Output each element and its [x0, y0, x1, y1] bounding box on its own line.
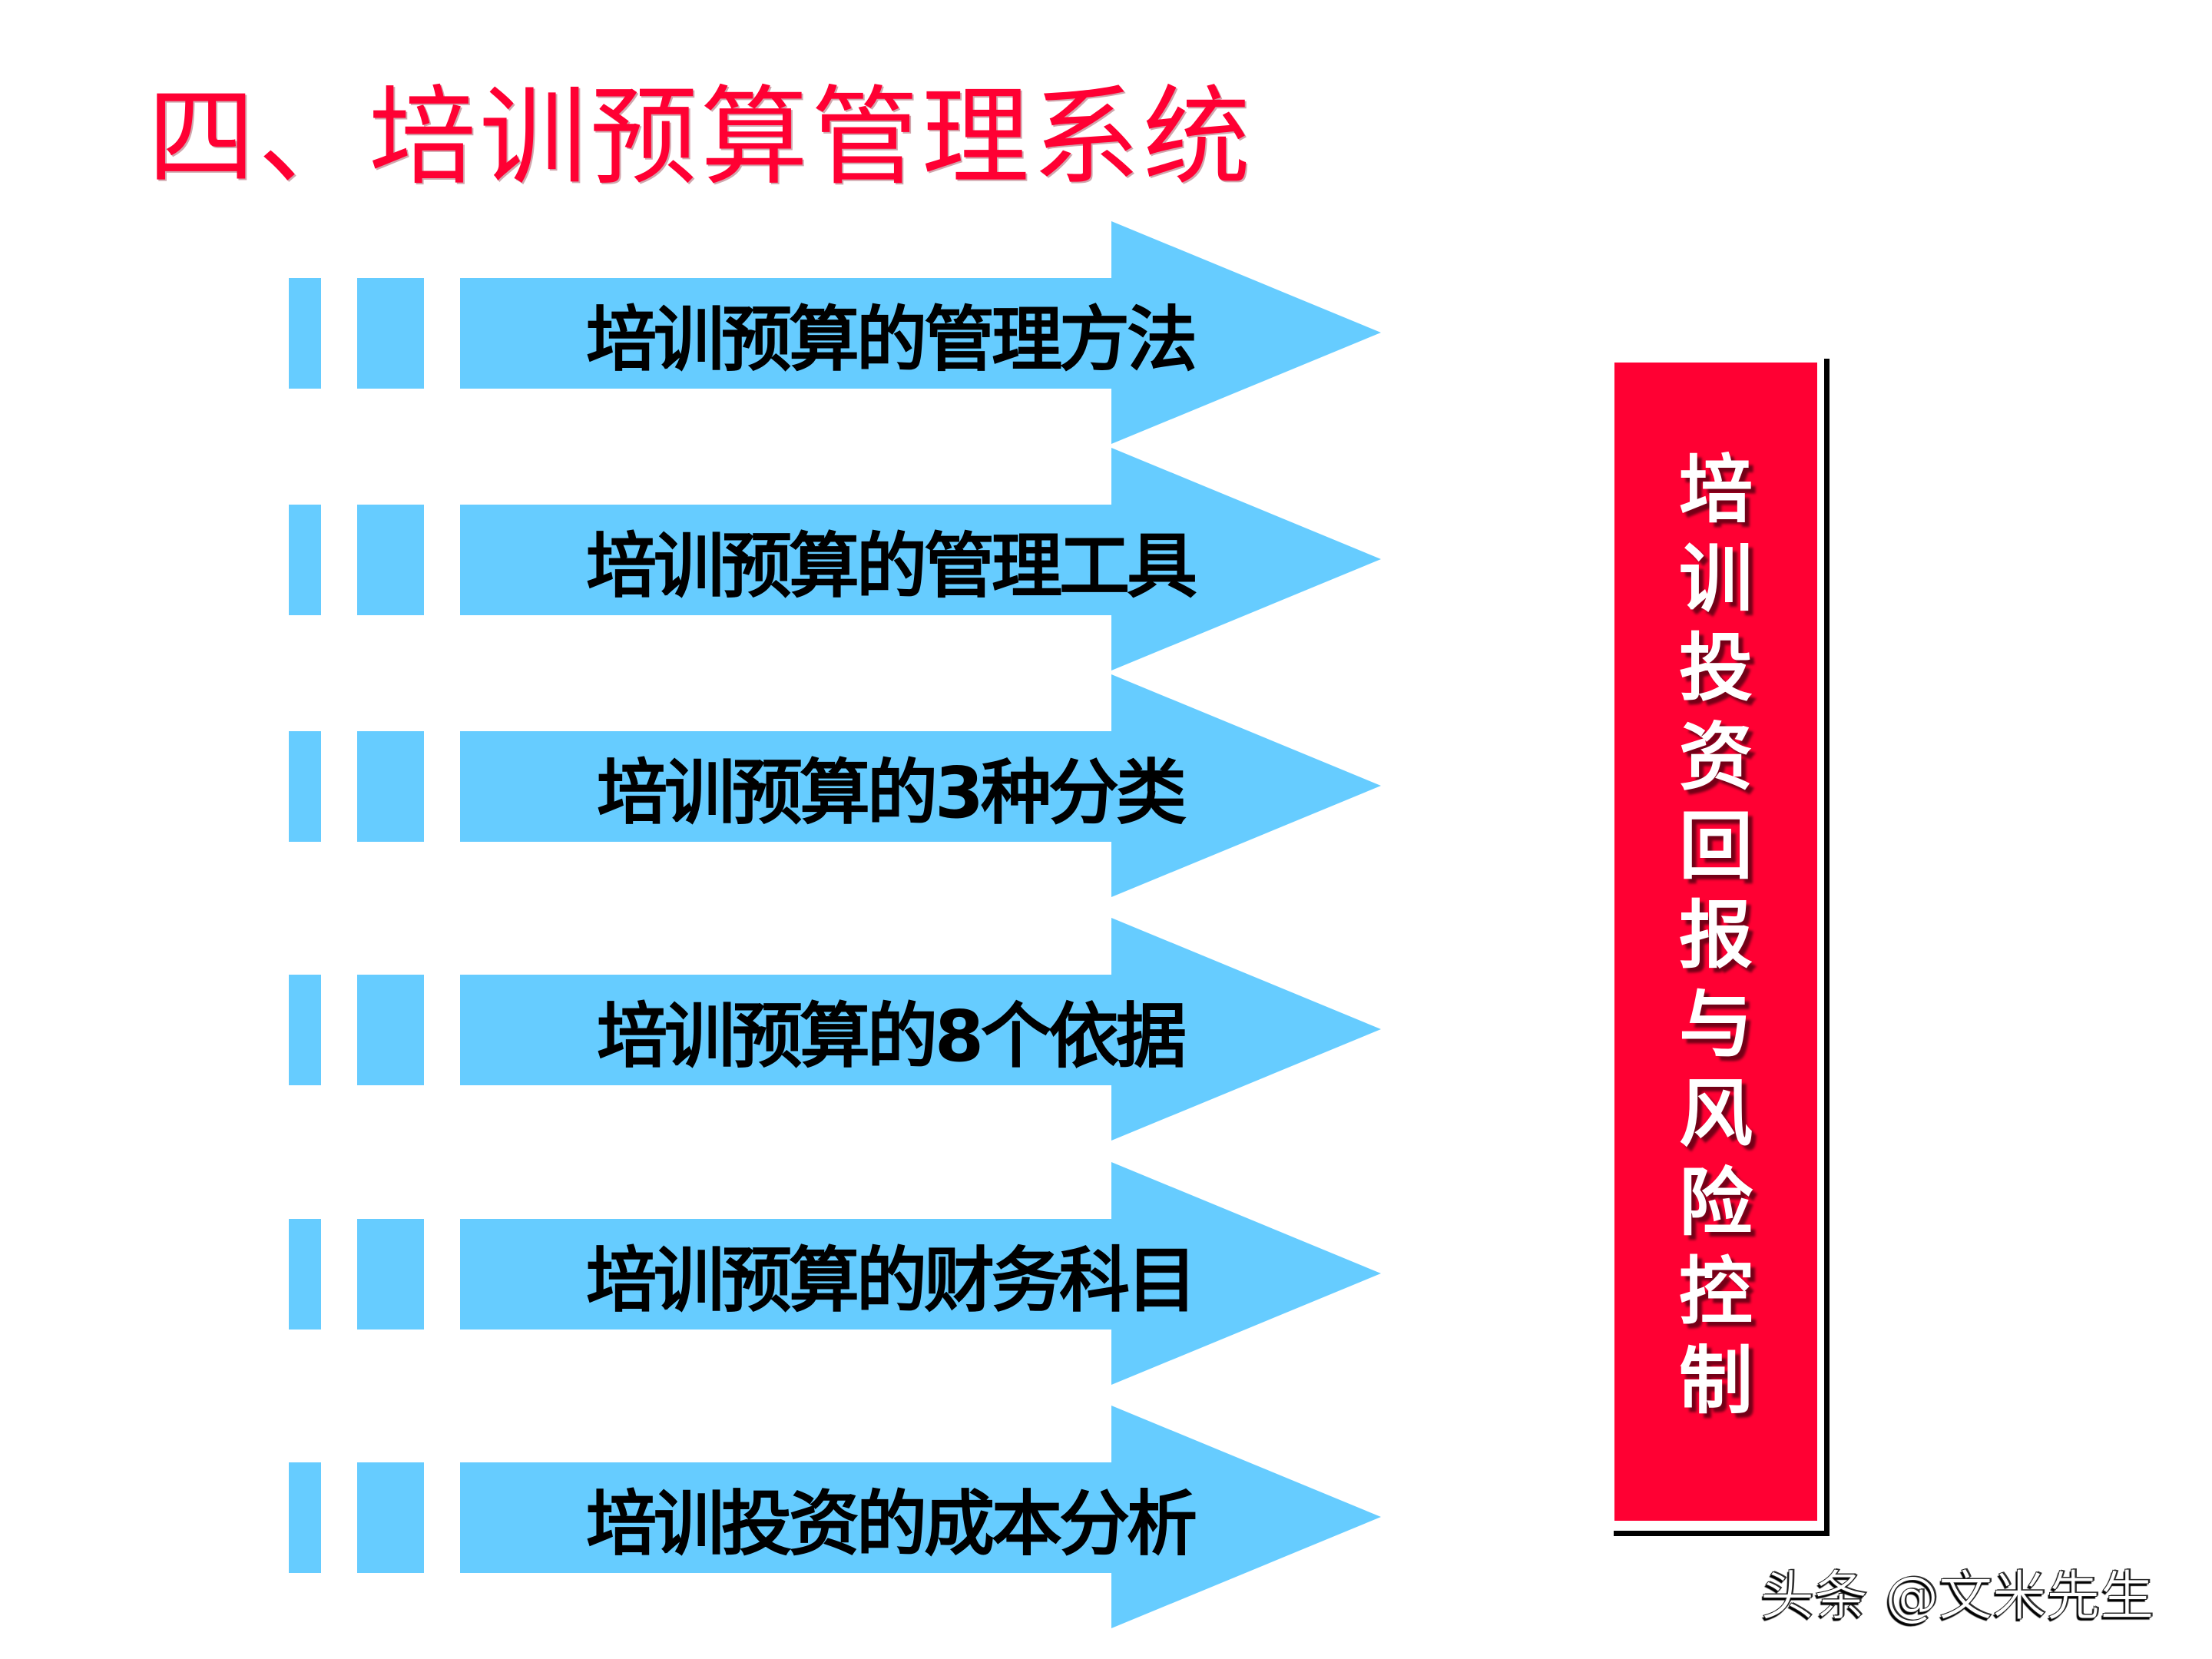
arrow-right-icon [460, 1406, 1381, 1628]
arrow-row-6: 培训投资的成本分析 [0, 1406, 1398, 1628]
arrow-stripe-small [289, 505, 321, 615]
vertical-char: 与 [1679, 982, 1753, 1068]
vertical-char: 培 [1679, 447, 1753, 533]
arrow-right-icon [460, 448, 1381, 671]
side-box-shadow-bottom [1614, 1531, 1830, 1536]
arrow-stripe-large [357, 278, 424, 389]
vertical-char: 险 [1679, 1160, 1753, 1246]
arrow-row-2: 培训预算的管理工具 [0, 448, 1398, 671]
vertical-char: 训 [1679, 536, 1753, 622]
arrow-shape: 培训预算的3种分类 [460, 674, 1382, 897]
vertical-text: 培 训 投 资 回 报 与 风 险 控 制 [1614, 452, 1817, 1432]
watermark: 头条 @文米先生 [1760, 1565, 2154, 1628]
arrow-shape: 培训预算的管理工具 [460, 448, 1382, 671]
arrow-right-icon [460, 1162, 1381, 1385]
vertical-char: 报 [1679, 892, 1753, 979]
arrow-label: 培训预算的3种分类 [596, 751, 1187, 834]
arrow-stripe-large [357, 731, 424, 842]
slide-title: 四、培训预算管理系统 [147, 75, 1254, 200]
vertical-char: 风 [1679, 1071, 1753, 1157]
arrow-stripe-small [289, 1219, 321, 1330]
arrow-label: 培训预算的8个依据 [596, 995, 1187, 1078]
arrow-row-3: 培训预算的3种分类 [0, 674, 1398, 897]
arrow-shape: 培训投资的成本分析 [460, 1406, 1382, 1628]
arrow-label: 培训预算的财务科目 [585, 1239, 1197, 1322]
vertical-char: 回 [1679, 803, 1753, 889]
arrow-stripe-small [289, 1462, 321, 1573]
arrow-shape: 培训预算的8个依据 [460, 918, 1382, 1141]
arrow-right-icon [460, 918, 1381, 1141]
arrow-shape: 培训预算的管理方法 [460, 221, 1382, 444]
arrow-shape: 培训预算的财务科目 [460, 1162, 1382, 1385]
vertical-char: 制 [1679, 1338, 1753, 1424]
roi-risk-control-box: 培 训 投 资 回 报 与 风 险 控 制 [1614, 363, 1817, 1521]
arrow-row-1: 培训预算的管理方法 [0, 221, 1398, 444]
arrow-stripe-large [357, 1462, 424, 1573]
arrow-label: 培训投资的成本分析 [585, 1482, 1197, 1565]
arrow-label: 培训预算的管理方法 [585, 298, 1197, 381]
arrow-row-4: 培训预算的8个依据 [0, 918, 1398, 1141]
vertical-char: 投 [1679, 625, 1753, 711]
arrow-row-5: 培训预算的财务科目 [0, 1162, 1398, 1385]
arrow-label: 培训预算的管理工具 [585, 525, 1197, 608]
arrow-stripe-small [289, 278, 321, 389]
arrow-stripe-small [289, 975, 321, 1085]
arrow-right-icon [460, 674, 1381, 897]
vertical-char: 资 [1679, 714, 1753, 800]
arrow-stripe-small [289, 731, 321, 842]
vertical-char: 控 [1679, 1249, 1753, 1335]
arrow-stripe-large [357, 505, 424, 615]
side-box-shadow-right [1824, 359, 1830, 1536]
arrow-stripe-large [357, 1219, 424, 1330]
arrow-right-icon [460, 221, 1381, 444]
arrow-stripe-large [357, 975, 424, 1085]
